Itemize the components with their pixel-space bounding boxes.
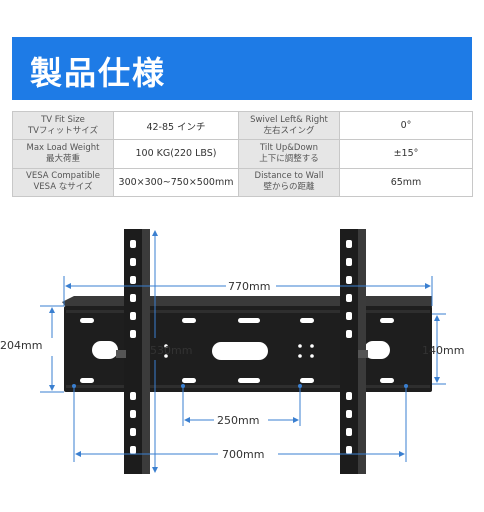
spec-label-ja: 左右スイング <box>263 125 315 136</box>
spec-label-en: Swivel Left& Right <box>250 114 328 125</box>
spec-label-en: VESA Compatible <box>26 171 100 182</box>
title-banner: 製品仕様 <box>12 37 472 100</box>
spec-label-ja: 上下に調整する <box>259 153 319 164</box>
spec-value: 100 KG(220 LBS) <box>113 139 239 169</box>
spec-label-en: Distance to Wall <box>254 171 324 182</box>
dimension-lines <box>40 230 446 473</box>
dim-140-label: 140mm <box>422 344 464 357</box>
left-mounting-arm <box>116 229 150 474</box>
spec-value: 300×300~750×500mm <box>113 167 239 198</box>
spec-label-ja: 最大荷重 <box>45 153 80 164</box>
dim-530-label: 530mm <box>150 344 192 357</box>
spec-label-en: TV Fit Size <box>41 114 85 125</box>
dimension-markers <box>72 384 408 388</box>
dim-770-label: 770mm <box>228 280 270 293</box>
spec-label-en: Max Load Weight <box>26 142 100 153</box>
dim-700-label: 700mm <box>222 448 264 461</box>
right-mounting-arm <box>340 229 368 474</box>
spec-label-ja: VESA なサイズ <box>33 182 93 193</box>
spec-label-ja: TVフィットサイズ <box>27 125 99 136</box>
dim-250-label: 250mm <box>217 414 259 427</box>
wall-plate <box>62 296 432 392</box>
banner-title: 製品仕様 <box>30 54 167 92</box>
spec-label-ja: 壁からの距離 <box>263 182 315 193</box>
dim-204-label: 204mm <box>0 339 42 352</box>
spec-label-en: Tilt Up&Down <box>259 142 319 153</box>
spec-value: 65mm <box>339 167 473 198</box>
